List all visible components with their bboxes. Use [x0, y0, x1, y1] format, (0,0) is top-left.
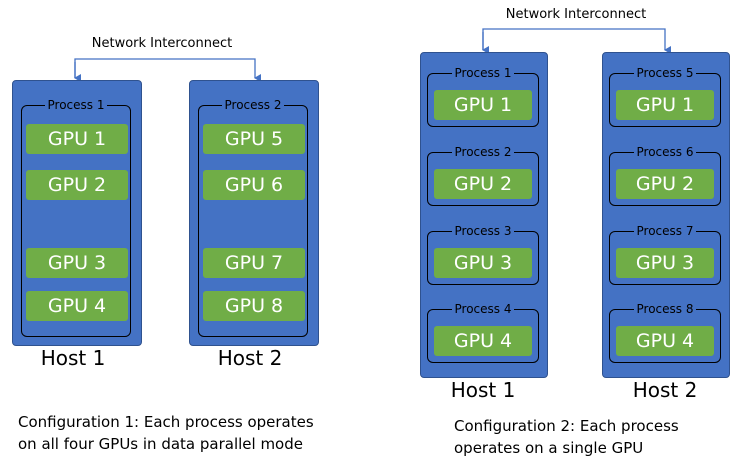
gpu-box: GPU 5: [203, 124, 305, 154]
config2-process: Process 4: [427, 302, 539, 363]
config2-host-1: Process 1 GPU 1 Process 2 GPU 2 Process …: [420, 52, 548, 378]
process-label: Process 2: [451, 145, 515, 159]
gpu-box: GPU 3: [616, 248, 714, 278]
config2-host-2-label: Host 2: [632, 378, 698, 402]
config1-caption-line2: on all four GPUs in data parallel mode: [18, 435, 303, 453]
gpu-box: GPU 4: [616, 326, 714, 356]
config2-process: Process 7: [609, 224, 721, 285]
gpu-box: GPU 6: [203, 170, 305, 200]
gpu-box: GPU 1: [26, 124, 128, 154]
config1-host-1-label: Host 1: [40, 346, 106, 370]
process-label: Process 6: [633, 145, 697, 159]
gpu-box: GPU 7: [203, 248, 305, 278]
config1-host-2: Process 2 GPU 5 GPU 6 GPU 7 GPU 8: [189, 80, 319, 346]
gpu-box: GPU 2: [26, 170, 128, 200]
config2-network-label: Network Interconnect: [505, 7, 647, 22]
gpu-box: GPU 8: [203, 291, 305, 321]
config2-caption-line2: operates on a single GPU: [454, 439, 644, 457]
config1-host-2-label: Host 2: [217, 346, 283, 370]
config2-host-1-label: Host 1: [450, 378, 516, 402]
gpu-box: GPU 3: [434, 248, 532, 278]
config1-network-arrow: [74, 58, 261, 82]
config1-network-label: Network Interconnect: [91, 36, 233, 51]
config2-caption-line1: Configuration 2: Each process: [454, 417, 679, 435]
gpu-box: GPU 1: [434, 90, 532, 120]
gpu-box: GPU 1: [616, 90, 714, 120]
gpu-box: GPU 2: [434, 169, 532, 199]
config1-host-1: Process 1 GPU 1 GPU 2 GPU 3 GPU 4: [12, 80, 142, 346]
process-label: Process 8: [633, 302, 697, 316]
config1-process-2: Process 2: [198, 98, 308, 337]
process-label: Process 1: [451, 66, 515, 80]
process-label: Process 7: [633, 224, 697, 238]
gpu-box: GPU 4: [26, 291, 128, 321]
config2-process: Process 6: [609, 145, 721, 206]
config2-process: Process 1: [427, 66, 539, 127]
config2-process: Process 5: [609, 66, 721, 127]
process-label: Process 5: [633, 66, 697, 80]
process-label: Process 1: [44, 98, 108, 112]
gpu-box: GPU 2: [616, 169, 714, 199]
config2-process: Process 3: [427, 224, 539, 285]
process-label: Process 4: [451, 302, 515, 316]
config2-process: Process 2: [427, 145, 539, 206]
process-label: Process 2: [221, 98, 285, 112]
gpu-box: GPU 3: [26, 248, 128, 278]
config2-host-2: Process 5 GPU 1 Process 6 GPU 2 Process …: [602, 52, 730, 378]
config2-process: Process 8: [609, 302, 721, 363]
config1-caption-line1: Configuration 1: Each process operates: [18, 413, 314, 431]
gpu-box: GPU 4: [434, 326, 532, 356]
config2-network-arrow: [482, 28, 671, 54]
process-label: Process 3: [451, 224, 515, 238]
config1-process-1: Process 1: [21, 98, 131, 337]
